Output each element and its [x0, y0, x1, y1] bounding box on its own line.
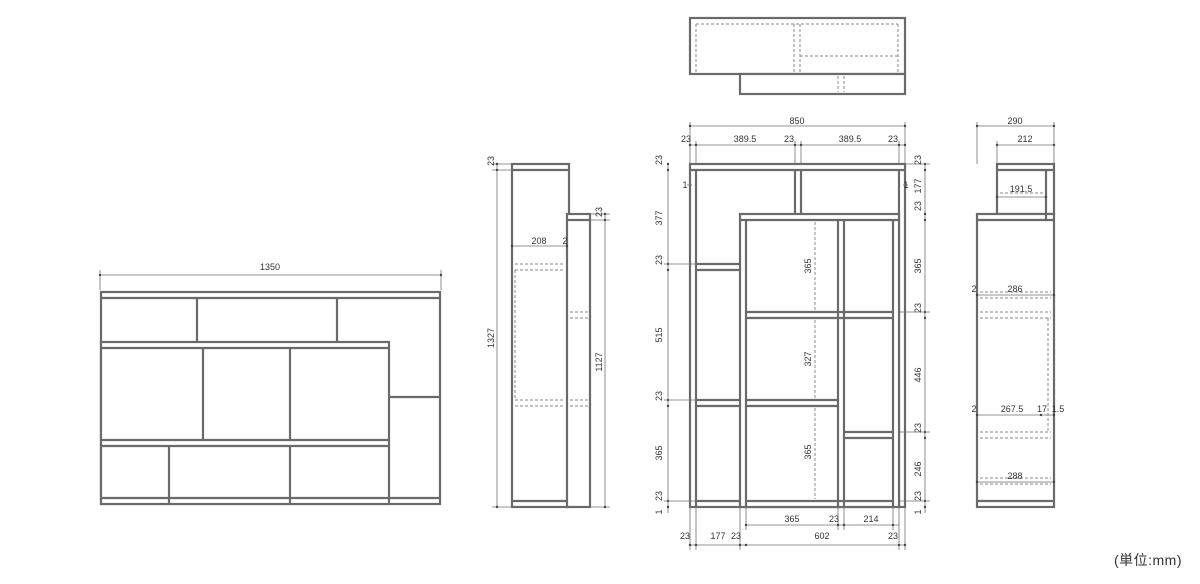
- front-split-view: 365 327 365 850 23 389.5 23 389.5 23: [654, 116, 930, 550]
- dim-right-365: 365: [913, 258, 923, 273]
- side-view-right: 290 212 191.5 2 286 2 267.5 17 1.5 288: [971, 116, 1065, 509]
- dim-left-515: 515: [654, 327, 664, 342]
- dim-right-23-e: 23: [913, 491, 923, 501]
- dim-bottom-23-left: 23: [680, 531, 690, 541]
- dim-191-5: 191.5: [1010, 184, 1033, 194]
- dim-bottom-365: 365: [784, 514, 799, 524]
- dim-208: 208: [531, 236, 546, 246]
- dim-right-177: 177: [913, 178, 923, 193]
- dim-286: 286: [1007, 284, 1022, 294]
- dim-bottom-23-right: 23: [888, 531, 898, 541]
- dim-right-23-b: 23: [913, 201, 923, 211]
- dim-1350: 1350: [260, 262, 280, 272]
- dim-left-377: 377: [654, 210, 664, 225]
- dim-23-step: 23: [594, 207, 604, 217]
- dim-290: 290: [1007, 116, 1022, 126]
- dim-right-1: 1: [903, 180, 908, 190]
- dim-inner-365-lower: 365: [803, 444, 813, 459]
- dim-389-5-b: 389.5: [839, 134, 862, 144]
- dim-bottom-177: 177: [710, 531, 725, 541]
- dim-left-1-bottom: 1: [654, 509, 664, 514]
- dim-right-1-bottom: 1: [913, 509, 923, 514]
- dim-bottom-23-mid: 23: [829, 514, 839, 524]
- dim-left-1: 1: [682, 180, 687, 190]
- front-view: 1350: [98, 262, 443, 506]
- side-view-small: 23 1327 208 2 23 1127: [486, 156, 610, 509]
- dim-right-446: 446: [913, 367, 923, 382]
- dim-267-5: 267.5: [1001, 404, 1024, 414]
- dim-2-b: 2: [971, 404, 976, 414]
- dim-2: 2: [562, 236, 567, 246]
- dim-left-23-c: 23: [654, 391, 664, 401]
- top-view: [688, 16, 907, 96]
- dim-right-23-c: 23: [913, 303, 923, 313]
- dim-23-top: 23: [486, 156, 496, 166]
- dim-2-a: 2: [971, 284, 976, 294]
- dim-288: 288: [1007, 471, 1022, 481]
- dim-left-365: 365: [654, 445, 664, 460]
- dim-inner-365-upper: 365: [803, 258, 813, 273]
- dim-1127: 1127: [594, 352, 604, 371]
- dim-bottom-23-l2: 23: [731, 531, 741, 541]
- dim-right-23-top: 23: [913, 155, 923, 165]
- dim-inner-327: 327: [803, 351, 813, 366]
- dim-left-23-d: 23: [654, 491, 664, 501]
- dim-right-246: 246: [913, 461, 923, 476]
- dim-left-23-b: 23: [654, 255, 664, 265]
- dim-23-a: 23: [681, 134, 691, 144]
- dim-850: 850: [789, 116, 804, 126]
- dim-1-5: 1.5: [1052, 404, 1065, 414]
- unit-label: (単位:mm): [1113, 552, 1182, 568]
- dim-23-c: 23: [888, 134, 898, 144]
- dim-23-b: 23: [784, 134, 794, 144]
- dim-1327: 1327: [486, 328, 496, 348]
- dim-17: 17: [1037, 404, 1047, 414]
- dim-right-23-d: 23: [913, 423, 923, 433]
- dim-left-23-top: 23: [654, 155, 664, 165]
- dim-212: 212: [1017, 134, 1032, 144]
- dim-389-5-a: 389.5: [734, 134, 757, 144]
- dim-bottom-602: 602: [814, 531, 829, 541]
- dim-bottom-214: 214: [863, 514, 878, 524]
